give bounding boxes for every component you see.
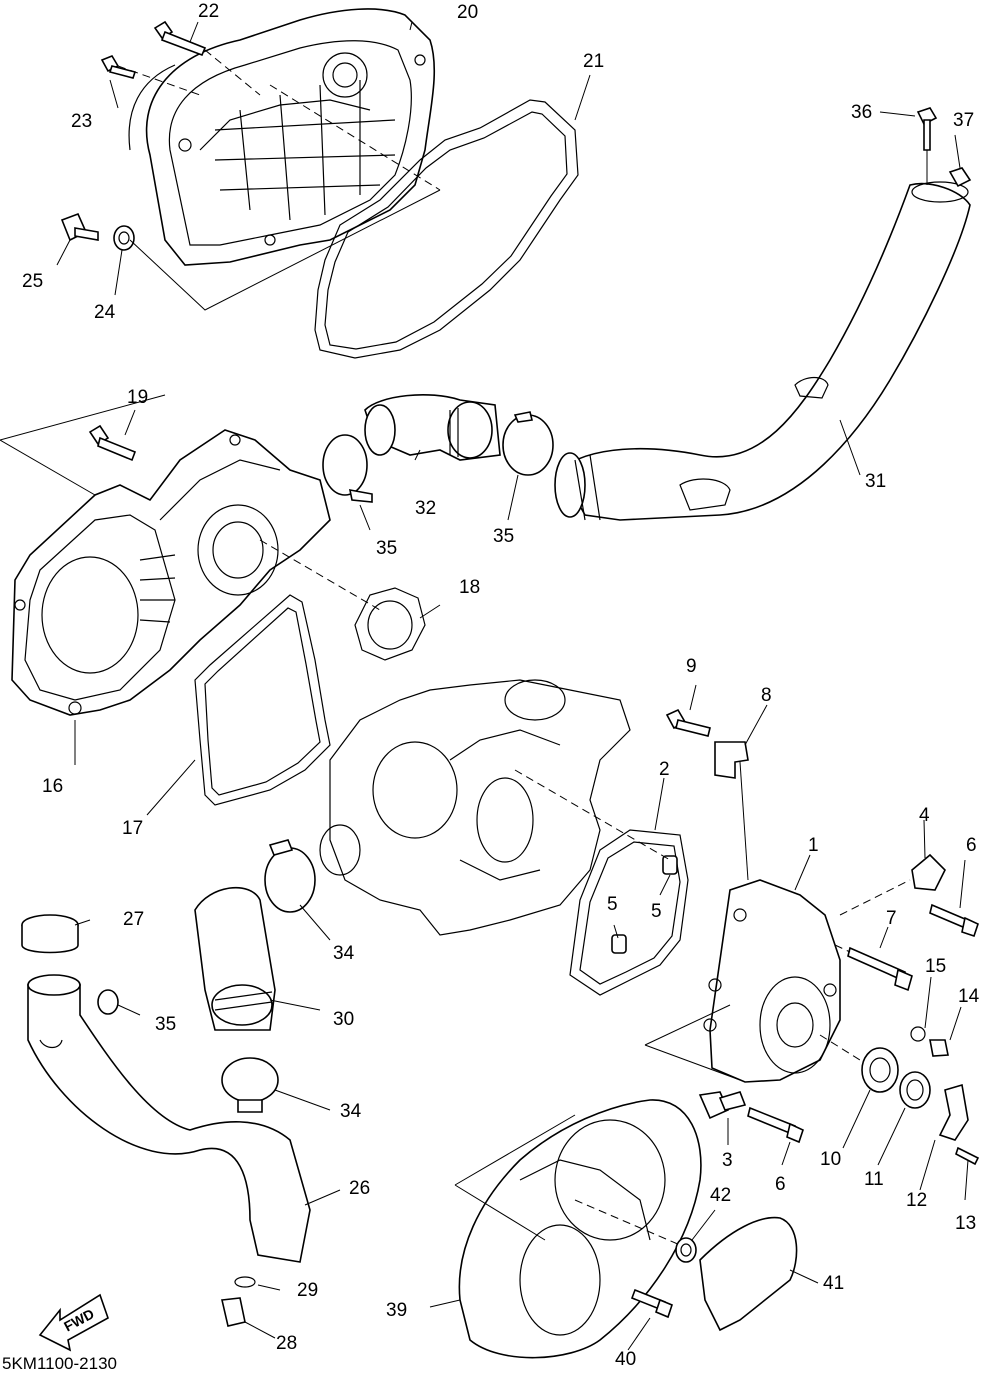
callout-6: 6 [775,1174,786,1195]
part-19-small-gasket [354,587,426,661]
part-6-bolt [747,1106,804,1144]
callout-8: 7 [886,908,897,929]
callout-5-upper: 5 [651,901,662,922]
part-9-bracket [714,741,749,779]
part-35-clamp-left [322,434,373,503]
callout-23: 22 [198,1,220,22]
part-26-plug [60,212,99,242]
part-13-stopper [938,1083,969,1141]
part-25-grommet [113,225,135,251]
callout-2: 2 [659,759,670,780]
callout-11: 10 [820,1149,842,1170]
part-3-clip [698,1091,747,1120]
part-38-nut [948,167,972,188]
part-34-clamp-lower [221,1057,279,1113]
part-15-plug [929,1039,949,1057]
part-28-band [21,914,79,954]
callout-28: 27 [123,909,145,930]
part-22-gasket [314,99,579,359]
part-1-right-cover [703,879,841,1083]
part-23-bolt [153,20,207,57]
part-16-o-ring [910,1026,926,1042]
callout-30: 29 [297,1280,319,1301]
callout-22: 21 [583,51,605,72]
part-7-bolt [929,903,979,938]
fwd-arrow-icon [38,1293,109,1352]
callout-32: 31 [865,471,887,492]
callout-1: 1 [808,835,819,856]
part-41-plate [699,1216,798,1332]
leader-lines [56,21,969,1351]
callout-40: 40 [615,1349,637,1370]
part-12-oil-seal [899,1071,931,1109]
callout-41: 41 [823,1273,845,1294]
callout-5-lower: 5 [607,894,618,915]
part-27-duct [27,974,311,1263]
part-5-dowel-upper [662,855,678,875]
callout-38: 37 [953,110,975,131]
callout-35-left: 35 [376,538,398,559]
callout-42: 42 [710,1185,732,1206]
catalog-code: 5KM1100-2130 [2,1354,117,1373]
callout-31: 30 [333,1009,355,1030]
part-42-collar [675,1237,697,1263]
part-17-inner-cover [11,429,331,716]
part-39-guard [458,1099,702,1359]
callout-15: 14 [958,986,980,1007]
callout-19: 18 [459,577,481,598]
part-4-bracket [911,853,946,891]
part-30-clip [234,1276,256,1288]
callout-25: 24 [94,302,116,323]
part-14-screw [955,1146,980,1166]
part-36-grommet [97,989,119,1015]
part-2-gasket [569,829,689,996]
engine-crankcase [319,679,631,936]
callout-21: 20 [457,2,479,23]
part-35-clamp-right [502,411,554,476]
part-33-duct-elbow [364,394,501,461]
part-10-bolt [665,708,711,737]
part-34-clamp-upper [264,839,316,913]
part-8-bolt [847,946,913,992]
part-21-outer-cover [128,8,436,266]
callout-29: 28 [276,1333,298,1354]
callout-33: 32 [415,498,437,519]
callout-13: 12 [906,1190,928,1211]
callout-24: 23 [71,111,93,132]
part-11-bearing [861,1047,899,1093]
callout-9: 8 [761,685,772,706]
callout-37: 36 [851,102,873,123]
part-18-gasket [194,594,331,806]
callout-18: 17 [122,818,144,839]
part-24-bolt [100,55,137,79]
callout-14: 13 [955,1213,977,1234]
part-37-bolt [916,107,938,151]
part-29-drain-plug [221,1297,246,1327]
callout-4: 4 [919,805,930,826]
part-32-long-duct [554,181,971,521]
callout-17: 16 [42,776,64,797]
callout-35-right: 35 [493,526,515,547]
part-31-duct [194,886,276,1031]
callout-20: 19 [127,387,149,408]
callout-26: 25 [22,271,44,292]
callout-36: 35 [155,1014,177,1035]
part-5-dowel-lower [611,934,627,954]
callout-7: 6 [966,835,977,856]
callout-34-upper: 34 [333,943,355,964]
part-20-bolt [88,424,137,462]
callout-27: 26 [349,1178,371,1199]
callout-16: 15 [925,956,947,977]
callout-39: 39 [386,1300,408,1321]
callout-3: 3 [722,1150,733,1171]
callout-12: 11 [864,1169,884,1190]
part-40-bolt [630,1288,673,1319]
callout-10: 9 [686,656,697,677]
callout-34-lower: 34 [340,1101,362,1122]
